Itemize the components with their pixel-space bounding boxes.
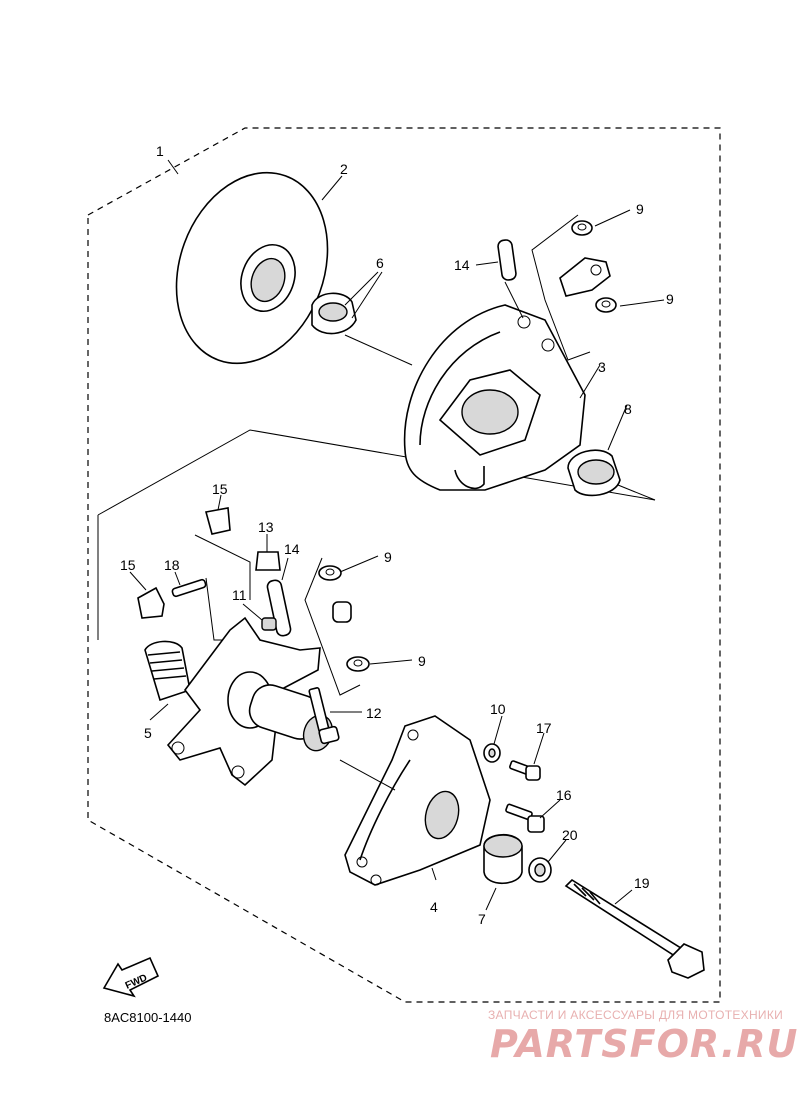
- callout-15a: 15: [212, 481, 228, 497]
- callout-14a: 14: [454, 257, 470, 273]
- callout-9a: 9: [636, 201, 644, 217]
- drawing-code: 8AC8100-1440: [104, 1010, 192, 1025]
- washer-10: [483, 743, 501, 763]
- callout-4: 4: [430, 899, 438, 915]
- block-upper: [204, 507, 231, 535]
- callout-20: 20: [562, 827, 578, 843]
- washer-middle: [318, 565, 342, 581]
- latch-part: [559, 257, 611, 297]
- callout-3: 3: [598, 359, 606, 375]
- washer-upper: [571, 220, 593, 236]
- bushing-7: [483, 834, 523, 884]
- callout-7: 7: [478, 911, 486, 927]
- callout-19: 19: [634, 875, 650, 891]
- washer-20: [528, 857, 552, 883]
- washer-upper-2: [595, 297, 617, 313]
- callout-17: 17: [536, 720, 552, 736]
- callout-12: 12: [366, 705, 382, 721]
- bolt-12: [308, 687, 340, 745]
- sheave-part: [175, 171, 329, 365]
- pin-lower: [266, 579, 292, 637]
- callout-10: 10: [490, 701, 506, 717]
- callout-9b: 9: [666, 291, 674, 307]
- callout-9d: 9: [418, 653, 426, 669]
- block-lower: [137, 586, 165, 619]
- callout-9c: 9: [384, 549, 392, 565]
- cover-plate-part: [344, 715, 491, 886]
- assembly-boundary: [87, 127, 721, 1003]
- spacer-middle: [332, 601, 352, 623]
- set-screw-part: [261, 617, 277, 631]
- callout-14b: 14: [284, 541, 300, 557]
- long-bolt-19: [564, 878, 705, 979]
- bolt-16: [505, 803, 545, 833]
- spider-hub-part: [144, 616, 334, 787]
- leader-lines: [129, 159, 665, 911]
- pin-upper: [497, 239, 517, 281]
- washer-lower: [346, 656, 370, 672]
- callout-18: 18: [164, 557, 180, 573]
- forward-arrow-icon: FWD: [102, 956, 160, 998]
- callout-13: 13: [258, 519, 274, 535]
- nut-part: [255, 551, 281, 571]
- housing-part: [403, 304, 586, 491]
- bushing-part: [311, 292, 357, 335]
- callout-11: 11: [232, 587, 247, 603]
- seal-ring-part: [567, 449, 621, 497]
- bolt-17: [509, 760, 541, 781]
- callout-1: 1: [156, 143, 164, 159]
- watermark-tagline: ЗАПЧАСТИ И АКСЕССУАРЫ ДЛЯ МОТОТЕХНИКИ: [488, 1008, 784, 1022]
- watermark-brand: PARTSFOR.RU: [490, 1022, 799, 1066]
- callout-labels: 1 2 3 4 5 6 7 8 9 9 9 9 10 11 12 13 14 1…: [120, 143, 674, 927]
- callout-6: 6: [376, 255, 384, 271]
- callout-5: 5: [144, 725, 152, 741]
- callout-15b: 15: [120, 557, 136, 573]
- callout-16: 16: [556, 787, 572, 803]
- callout-2: 2: [340, 161, 348, 177]
- callout-8: 8: [624, 401, 632, 417]
- spring-pin-part: [171, 578, 207, 598]
